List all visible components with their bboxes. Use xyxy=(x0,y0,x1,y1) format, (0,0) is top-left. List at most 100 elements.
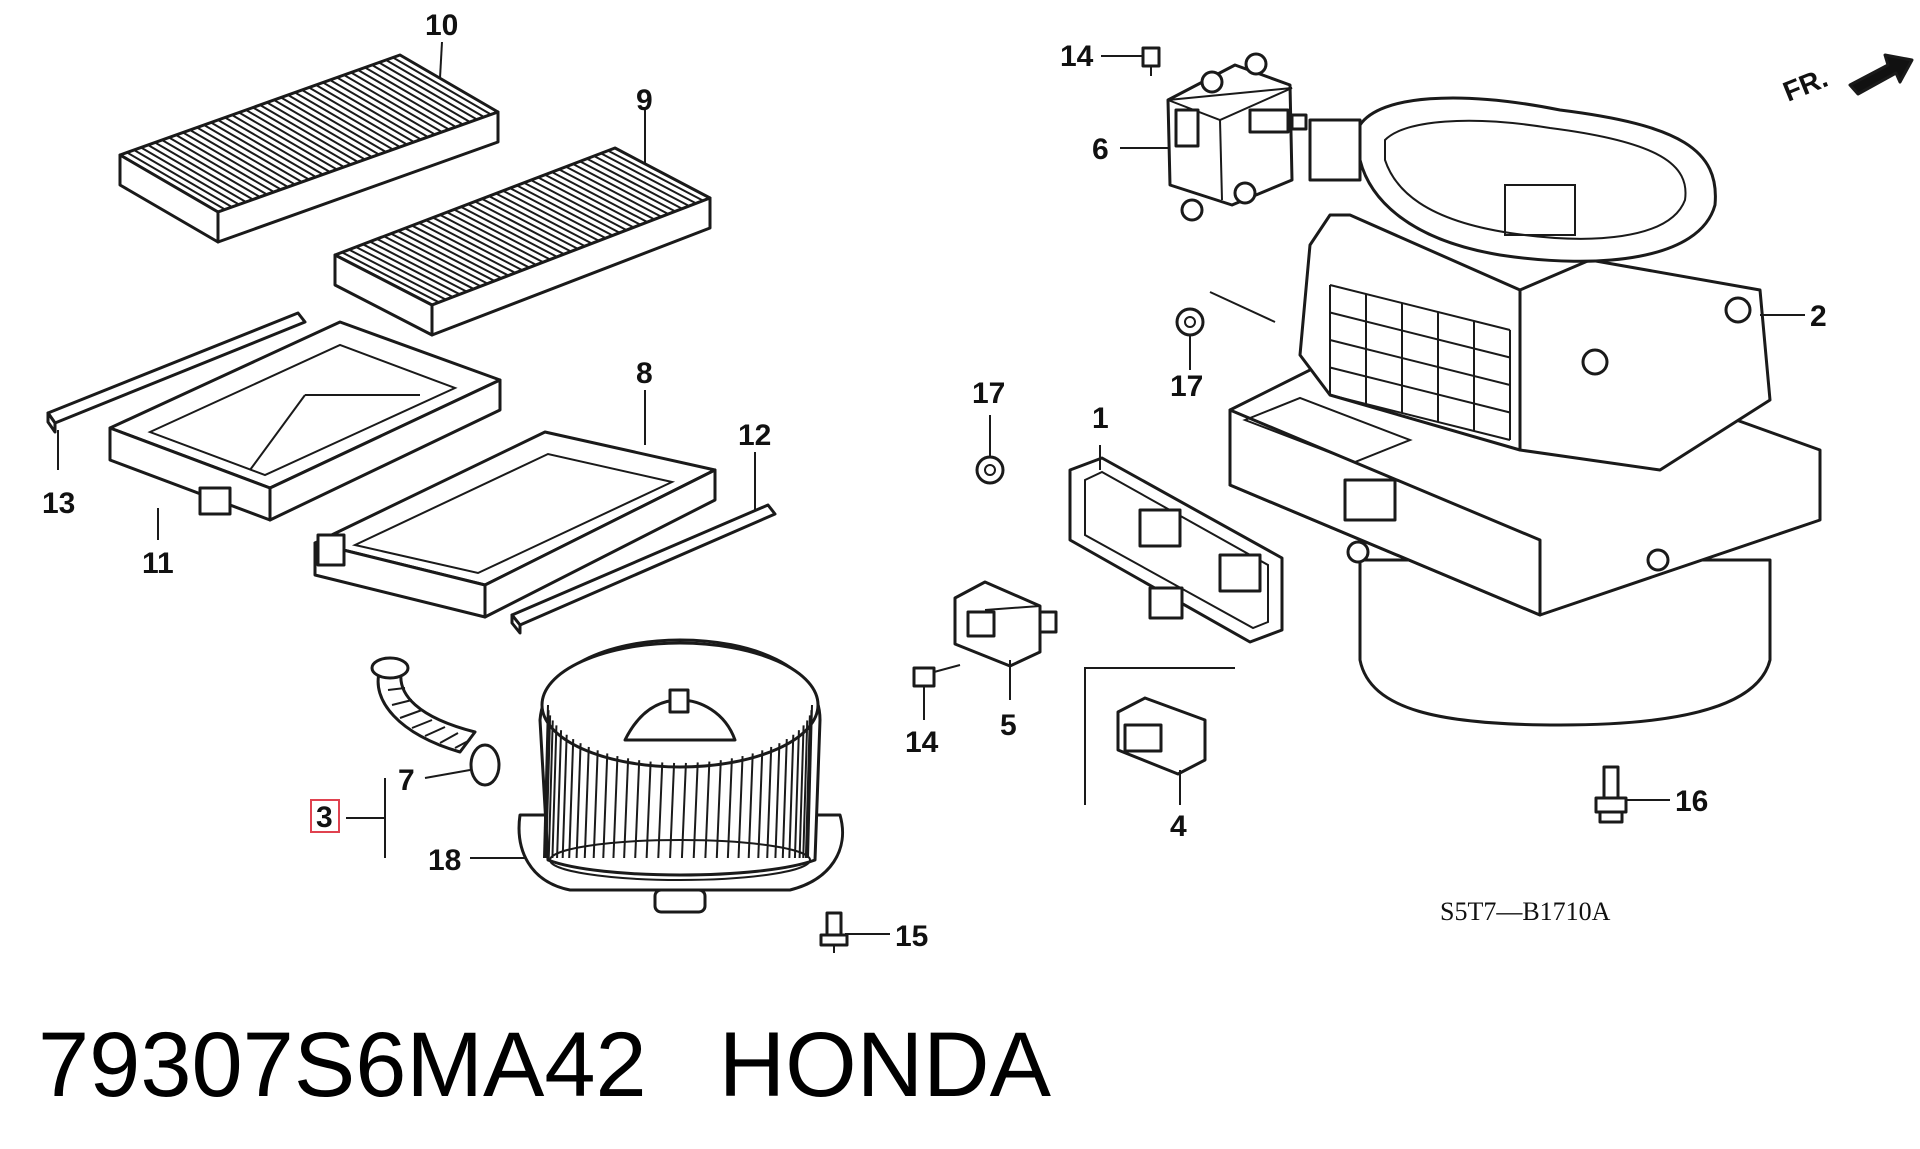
decor-line xyxy=(558,168,655,221)
cabin-filter-lower xyxy=(333,146,712,337)
decor-line xyxy=(547,720,554,859)
screw-lower xyxy=(912,664,961,705)
callout-14-upper[interactable]: 14 xyxy=(1060,40,1094,73)
decor-line xyxy=(488,195,586,248)
decor-line xyxy=(766,746,773,859)
decor-line xyxy=(704,761,711,859)
decor-line xyxy=(1329,284,1511,331)
decor-line xyxy=(252,106,352,166)
decor-line xyxy=(287,94,387,153)
callout-14-lower[interactable]: 14 xyxy=(905,726,939,759)
callout-8[interactable]: 8 xyxy=(636,357,653,390)
decor-line xyxy=(802,720,809,859)
decor-line xyxy=(231,114,331,173)
seal-strip-right xyxy=(510,503,777,635)
recirc-actuator xyxy=(1166,52,1308,222)
decor-line xyxy=(556,730,563,859)
decor-line xyxy=(757,750,764,859)
decor-line xyxy=(371,64,471,123)
decor-line xyxy=(737,756,744,859)
decor-line xyxy=(439,213,537,266)
decor-line xyxy=(1329,366,1511,414)
callout-labels: 10 9 8 12 13 11 14 6 2 17 17 1 5 14 4 16… xyxy=(42,9,1827,953)
callout-4[interactable]: 4 xyxy=(1170,810,1187,843)
decor-line xyxy=(509,187,607,240)
filter-frame-left xyxy=(108,320,502,522)
decor-line xyxy=(453,208,551,261)
blower-housing xyxy=(1228,96,1822,727)
decor-line xyxy=(322,81,422,141)
filter-frame-right xyxy=(313,430,717,619)
decor-line xyxy=(245,109,345,168)
decor-line xyxy=(579,160,676,213)
clip-left xyxy=(975,455,1005,485)
callout-17-left[interactable]: 17 xyxy=(972,377,1005,410)
callout-9[interactable]: 9 xyxy=(636,84,653,117)
callout-11[interactable]: 11 xyxy=(142,547,174,580)
screw-upper xyxy=(1141,46,1161,76)
decor-line xyxy=(446,211,544,264)
callout-1[interactable]: 1 xyxy=(1092,402,1109,435)
callout-10[interactable]: 10 xyxy=(425,9,458,42)
decor-line xyxy=(266,101,366,161)
decor-line xyxy=(481,197,579,250)
callout-3[interactable]: 3 xyxy=(316,801,333,834)
decor-line xyxy=(657,762,664,859)
leader-lines xyxy=(57,41,1805,935)
callout-12[interactable]: 12 xyxy=(738,419,771,452)
decor-line xyxy=(600,152,697,205)
callout-2[interactable]: 2 xyxy=(1810,300,1827,333)
decor-line xyxy=(301,89,401,148)
callout-17-right[interactable]: 17 xyxy=(1170,370,1203,403)
seal-strip-left xyxy=(46,311,307,434)
front-label: FR. xyxy=(1779,62,1832,108)
decor-line xyxy=(572,163,669,215)
callout-5[interactable]: 5 xyxy=(1000,709,1017,742)
decor-line xyxy=(329,79,429,138)
callout-7[interactable]: 7 xyxy=(398,764,415,797)
decor-line xyxy=(273,99,373,158)
blower-motor-fan xyxy=(517,638,845,914)
bolt xyxy=(1594,765,1628,824)
decor-line xyxy=(362,243,461,296)
decor-line xyxy=(592,750,599,859)
decor-line xyxy=(586,157,683,210)
decor-line xyxy=(544,173,641,226)
decor-line xyxy=(343,74,443,133)
decor-line xyxy=(418,222,516,274)
decor-line xyxy=(1329,339,1511,386)
decor-line xyxy=(551,171,648,223)
decor-line xyxy=(593,155,690,207)
decor-line xyxy=(545,715,552,859)
decor-line xyxy=(161,139,261,198)
decor-line xyxy=(126,151,226,211)
decor-line xyxy=(341,251,440,304)
decor-line xyxy=(804,715,811,859)
decor-line xyxy=(669,762,676,859)
decor-line xyxy=(133,149,233,208)
decor-line xyxy=(607,149,704,202)
decor-line xyxy=(530,179,628,231)
decor-line xyxy=(147,144,247,203)
callout-15[interactable]: 15 xyxy=(895,920,928,953)
decor-line xyxy=(495,192,593,245)
decor-line xyxy=(747,753,754,859)
callout-13[interactable]: 13 xyxy=(42,487,75,520)
decor-line xyxy=(308,86,408,146)
decor-line xyxy=(467,203,565,256)
decor-line xyxy=(692,762,699,859)
decor-line xyxy=(680,762,687,859)
decor-line xyxy=(602,753,609,859)
decor-line xyxy=(385,59,485,118)
decor-line xyxy=(516,184,614,237)
callout-6[interactable]: 6 xyxy=(1092,133,1109,166)
cabin-filter-upper xyxy=(118,53,500,244)
decor-line xyxy=(376,238,475,290)
decor-line xyxy=(474,200,572,253)
decor-line xyxy=(392,56,492,116)
decor-line xyxy=(168,136,268,196)
callout-16[interactable]: 16 xyxy=(1675,785,1708,818)
callout-18[interactable]: 18 xyxy=(428,844,461,877)
front-direction-arrow: FR. xyxy=(1779,53,1914,108)
